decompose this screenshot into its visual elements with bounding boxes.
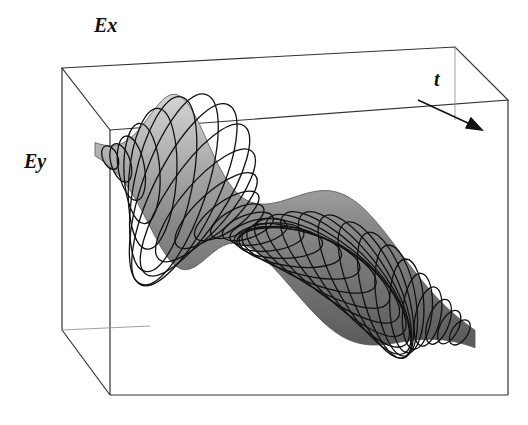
polarization-ellipse (111, 84, 237, 294)
pulse-envelope (95, 84, 475, 367)
polarization-ellipse (252, 198, 414, 340)
polarization-ellipse (445, 316, 474, 348)
axis-label-t: t (432, 68, 442, 90)
polarization-ellipse (122, 110, 268, 290)
time-arrow (418, 100, 482, 130)
polarization-ellipse (323, 213, 426, 367)
polarization-ellipse (399, 272, 436, 351)
polarization-ellipse (123, 107, 181, 251)
pulse-surface (95, 94, 475, 347)
polarization-ellipse (346, 226, 425, 364)
polarization-ellipse (117, 91, 210, 277)
axis-label-ey: Ey (22, 150, 48, 172)
axis-box (62, 47, 508, 395)
axis-label-ex: Ex (92, 14, 119, 36)
